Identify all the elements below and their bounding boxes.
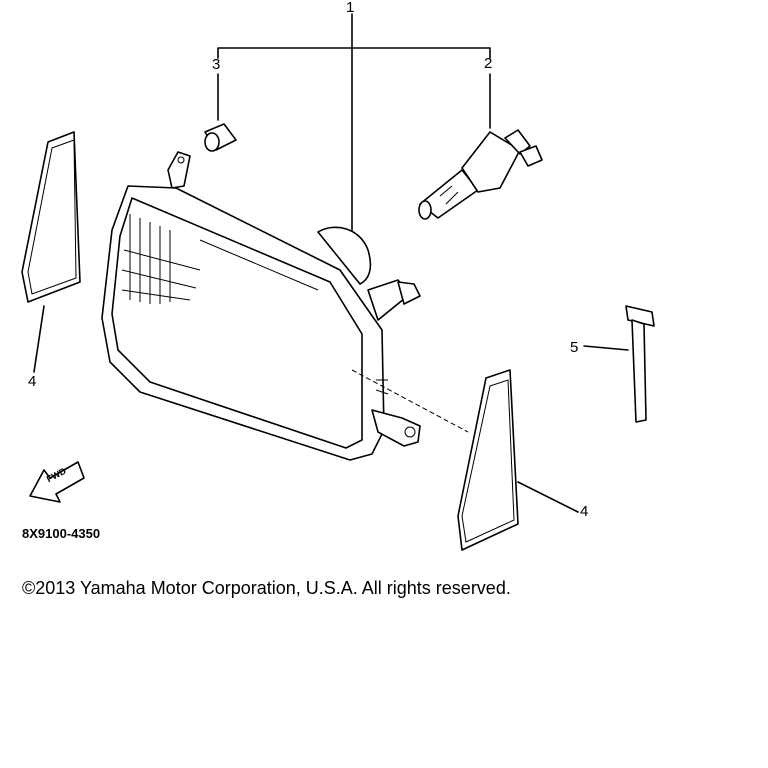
copyright-text: ©2013 Yamaha Motor Corporation, U.S.A. A… xyxy=(22,578,511,598)
alignment-line xyxy=(351,369,469,433)
forward-arrow-icon xyxy=(29,461,85,503)
callout-4-left: 4 xyxy=(28,373,37,390)
callout-2: 2 xyxy=(484,55,493,72)
bulb-part-2 xyxy=(418,129,543,220)
callout-5: 5 xyxy=(570,339,579,356)
callout-3: 3 xyxy=(212,56,221,73)
callout-4-right: 4 xyxy=(580,503,589,520)
socket-cap-part-3 xyxy=(204,123,237,152)
leader-bracket-2-3 xyxy=(217,47,491,59)
callout-1: 1 xyxy=(346,0,355,16)
pad-part-4-right xyxy=(457,369,579,551)
part-code: 8X9100-4350 xyxy=(22,526,101,541)
pad-part-4-left xyxy=(21,131,81,373)
clip-part-5 xyxy=(583,305,655,423)
headlight-exploded-diagram xyxy=(21,13,655,551)
headlight-housing-part-1 xyxy=(101,151,421,461)
